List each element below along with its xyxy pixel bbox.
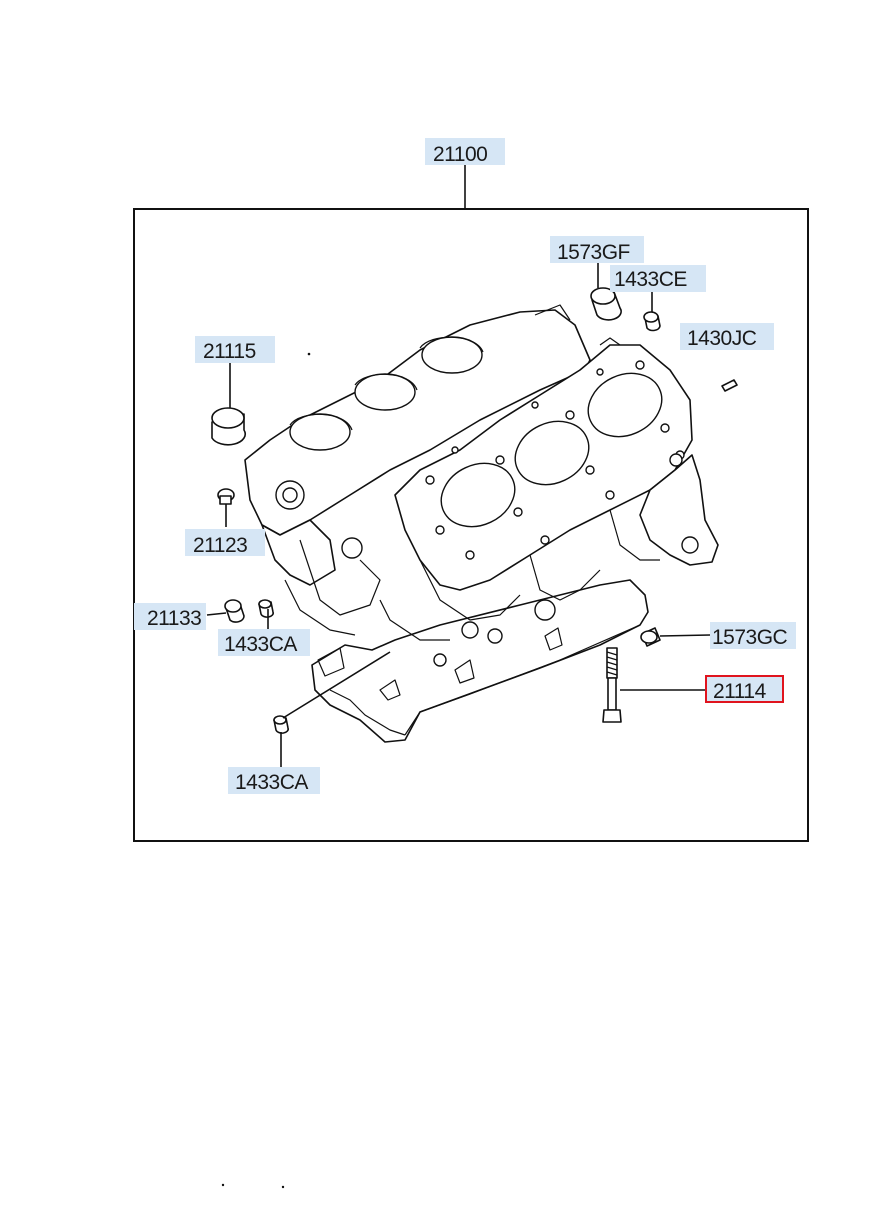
plug-1573GC [640,627,661,647]
svg-text:1573GF: 1573GF [557,241,630,264]
label-1573GC[interactable]: 1573GC [710,622,796,649]
part-labels: 21100 1573GF 1433CE 1430JC 21115 21123 2… [134,138,796,794]
svg-text:21133: 21133 [147,607,201,630]
plug-21133 [224,599,245,623]
svg-text:1433CA: 1433CA [224,633,297,656]
lower-rail [311,579,649,743]
svg-text:21115: 21115 [203,340,256,363]
svg-text:21123: 21123 [193,534,247,557]
label-1573GF[interactable]: 1573GF [550,236,644,264]
svg-text:1430JC: 1430JC [687,327,757,350]
bolt-21123 [217,488,235,505]
label-21123[interactable]: 21123 [185,529,265,557]
label-1433CE[interactable]: 1433CE [610,265,706,292]
svg-text:1433CE: 1433CE [614,268,687,291]
diagram-frame [133,208,809,842]
engine-block-drawing [244,304,719,743]
label-1430JC[interactable]: 1430JC [680,323,774,350]
leader-lines [206,262,711,768]
svg-text:21100: 21100 [433,143,487,166]
label-21114[interactable]: 21114 [705,675,784,703]
pin-1433CA-lower [273,715,289,734]
label-21100[interactable]: 21100 [425,138,505,166]
svg-text:21114: 21114 [713,680,767,703]
label-21115[interactable]: 21115 [195,336,275,363]
pin-1433CE [643,311,661,332]
svg-text:1573GC: 1573GC [712,626,788,649]
selected-part-highlight [705,675,784,703]
bolt-holes [425,360,685,560]
label-1433CA-upper[interactable]: 1433CA [218,629,310,656]
plug-1573GF [590,287,622,321]
svg-text:1433CA: 1433CA [235,771,308,794]
bolt-21114 [602,647,622,723]
label-1433CA-lower[interactable]: 1433CA [228,767,320,794]
plug-21115 [211,407,247,446]
pin-1430JC [721,379,738,392]
label-21133[interactable]: 21133 [134,603,206,630]
pin-1433CA-upper [258,599,274,618]
